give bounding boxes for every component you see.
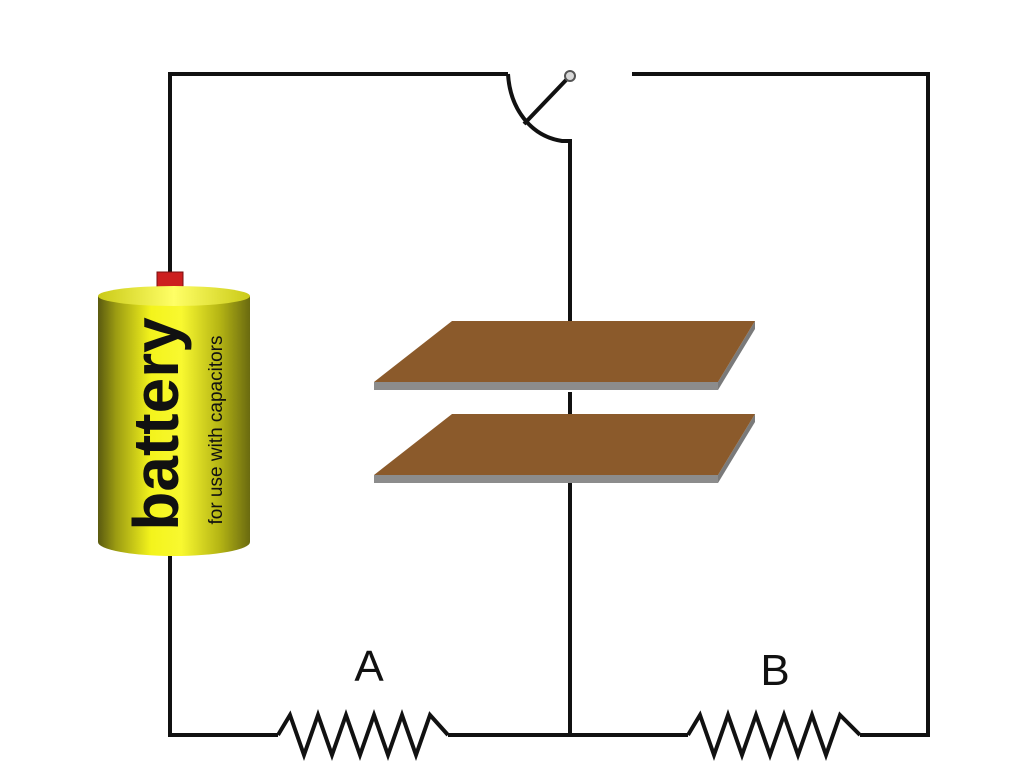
resistor-b-zigzag xyxy=(686,708,862,762)
resistor-b: B xyxy=(686,646,862,762)
switch-contact xyxy=(564,70,576,82)
battery: battery for use with capacitors xyxy=(98,271,250,556)
resistor-a-label: A xyxy=(354,642,384,691)
wire-top-left xyxy=(168,72,508,280)
battery-top-cap xyxy=(98,286,250,306)
switch xyxy=(506,70,576,352)
wire-bottom-right xyxy=(632,72,930,737)
resistor-a: A xyxy=(276,642,450,762)
capacitor xyxy=(374,321,755,483)
resistor-a-zigzag xyxy=(276,708,450,762)
circuit-wires xyxy=(168,72,930,737)
wire-bottom-left xyxy=(168,556,278,737)
switch-arm xyxy=(506,73,572,352)
battery-subtitle: for use with capacitors xyxy=(206,335,227,524)
switch-lever xyxy=(522,76,570,126)
resistor-b-label: B xyxy=(760,646,789,695)
capacitor-plate-bottom xyxy=(374,414,755,483)
battery-body xyxy=(98,296,250,556)
battery-title: battery xyxy=(120,317,192,531)
capacitor-plate-top xyxy=(374,321,755,390)
